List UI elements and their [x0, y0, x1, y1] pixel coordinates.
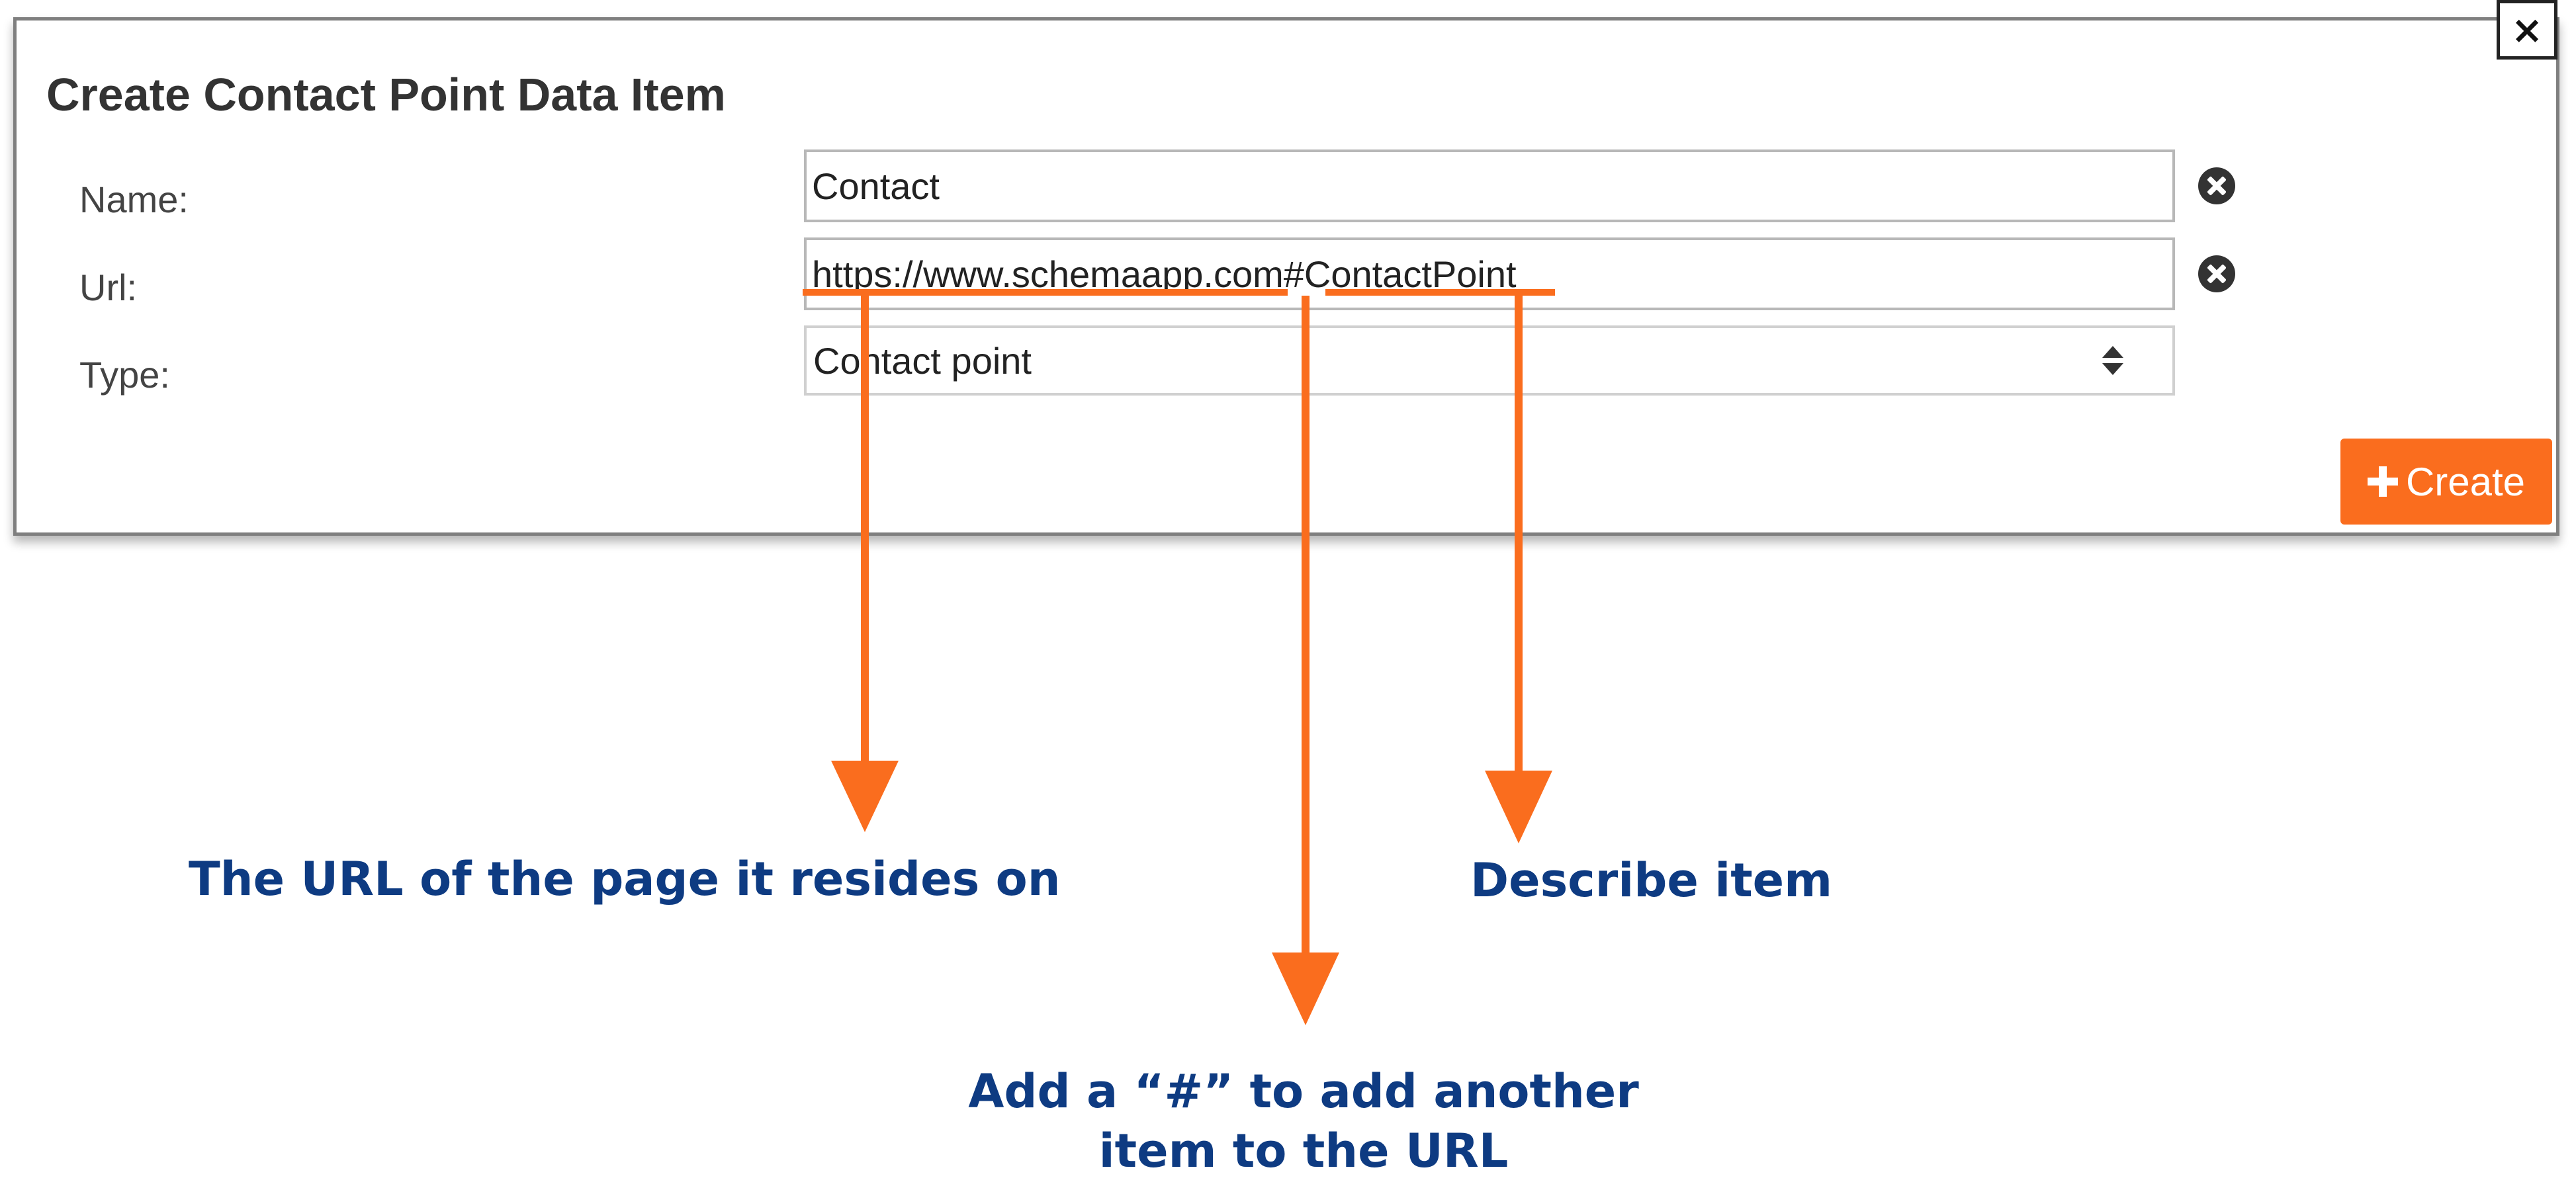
sort-arrows-icon — [2100, 341, 2126, 380]
describe-annotation: Describe item — [1470, 853, 1833, 908]
clear-name-icon[interactable] — [2198, 167, 2235, 204]
close-icon[interactable]: × — [2497, 0, 2557, 60]
url-annotation: The URL of the page it resides on — [189, 852, 1061, 906]
type-label: Type: — [79, 354, 170, 396]
hash-annotation-line2: item to the URL — [1098, 1124, 1509, 1178]
url-input[interactable] — [804, 237, 2175, 310]
hash-annotation-line1: Add a “#” to add another — [968, 1064, 1639, 1119]
create-button[interactable]: Create — [2340, 439, 2552, 525]
plus-icon — [2367, 466, 2398, 497]
name-label: Name: — [79, 179, 189, 220]
create-data-item-dialog: Create Contact Point Data Item Name: Url… — [13, 17, 2559, 536]
hash-arrow-head — [1272, 953, 1339, 1025]
describe-arrow-head — [1485, 771, 1552, 843]
dialog-title: Create Contact Point Data Item — [46, 69, 726, 120]
url-arrow-head — [831, 761, 899, 832]
name-input[interactable] — [804, 149, 2175, 222]
hash-annotation: Add a “#” to add another item to the URL — [873, 1062, 1734, 1181]
clear-url-icon[interactable] — [2198, 255, 2235, 292]
type-select[interactable]: Contact point — [804, 325, 2175, 396]
url-label: Url: — [79, 267, 138, 308]
type-select-value: Contact point — [813, 339, 1032, 382]
create-button-label: Create — [2405, 459, 2526, 504]
